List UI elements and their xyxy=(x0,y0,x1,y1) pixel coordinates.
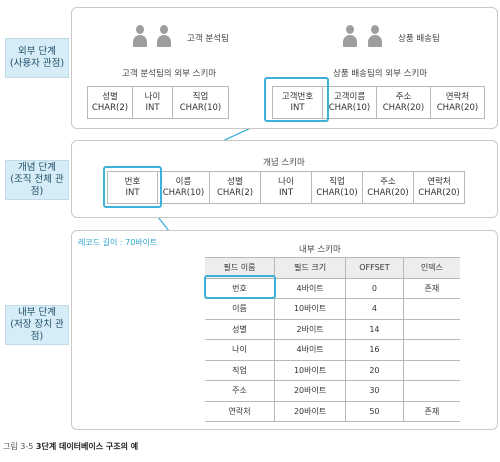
internal-level-label: 내부 단계 (저장 장치 관점) xyxy=(5,305,69,345)
table-cell: 0 xyxy=(345,277,404,299)
internal-schema-title: 내부 스키마 xyxy=(299,245,341,255)
user-icon xyxy=(133,25,147,47)
table-cell: 존재 xyxy=(402,277,460,299)
conceptual-level-subtitle: (조직 전체 관점) xyxy=(10,174,64,197)
table-cell xyxy=(402,339,460,361)
table-cell xyxy=(402,380,460,402)
external-level-subtitle: (사용자 관점) xyxy=(9,58,65,69)
table-cell: 4바이트 xyxy=(274,277,346,299)
table-cell: 50 xyxy=(345,400,404,422)
table-cell: 4 xyxy=(345,298,404,320)
table-cell: 나이 xyxy=(205,339,275,361)
table-cell: 16 xyxy=(345,339,404,361)
external-level-label: 외부 단계 (사용자 관점) xyxy=(5,38,69,78)
table-cell: 20 xyxy=(345,359,404,381)
table-cell: 30 xyxy=(345,380,404,402)
column-header: 필드 크기 xyxy=(274,257,346,279)
conceptual-schema-title: 개념 스키마 xyxy=(263,158,305,168)
highlight-number xyxy=(103,166,162,208)
table-cell: 존재 xyxy=(402,400,460,422)
table-cell xyxy=(402,318,460,340)
table-cell: 4바이트 xyxy=(274,339,346,361)
table-cell: 2바이트 xyxy=(274,318,346,340)
column-header: 인덱스 xyxy=(402,257,460,279)
table-cell: 10바이트 xyxy=(274,298,346,320)
user-icon xyxy=(368,25,382,47)
table-cell: 직업 xyxy=(205,359,275,381)
table-cell: 20바이트 xyxy=(274,400,346,422)
table-cell xyxy=(402,298,460,320)
team-label-delivery: 상품 배송팀 xyxy=(398,34,440,44)
column-header: 필드 이름 xyxy=(205,257,275,279)
figure-caption: 그림 3-5 3단계 데이터베이스 구조의 예 xyxy=(3,441,138,452)
table-cell: 연락처 xyxy=(205,400,275,422)
internal-level-title: 내부 단계 xyxy=(18,307,56,318)
table-cell xyxy=(402,359,460,381)
external-schema-title-analysis: 고객 분석팀의 외부 스키마 xyxy=(122,69,217,79)
figure-caption-label: 그림 3-5 xyxy=(3,442,34,451)
external-level-title: 외부 단계 xyxy=(18,46,56,57)
figure-caption-text: 3단계 데이터베이스 구조의 예 xyxy=(35,442,139,451)
user-icon xyxy=(343,25,357,47)
user-icon xyxy=(157,25,171,47)
external-schema-title-delivery: 상품 배송팀의 외부 스키마 xyxy=(333,69,428,79)
table-cell: 14 xyxy=(345,318,404,340)
table-cell: 이름 xyxy=(205,298,275,320)
conceptual-level-label: 개념 단계 (조직 전체 관점) xyxy=(5,160,69,200)
highlight-field-number xyxy=(204,275,276,299)
record-length-label: 레코드 길이 : 70바이트 xyxy=(78,238,158,247)
table-cell: 20바이트 xyxy=(274,380,346,402)
table-cell: 성별 xyxy=(205,318,275,340)
highlight-customer-number xyxy=(264,77,329,122)
conceptual-level-title: 개념 단계 xyxy=(18,162,56,173)
table-cell: 10바이트 xyxy=(274,359,346,381)
team-label-analysis: 고객 분석팀 xyxy=(187,34,229,44)
table-header-row: 필드 이름 필드 크기 OFFSET 인덱스 xyxy=(205,257,460,279)
table-cell: 주소 xyxy=(205,380,275,402)
column-header: OFFSET xyxy=(345,257,404,279)
internal-level-subtitle: (저장 장치 관점) xyxy=(10,319,64,342)
